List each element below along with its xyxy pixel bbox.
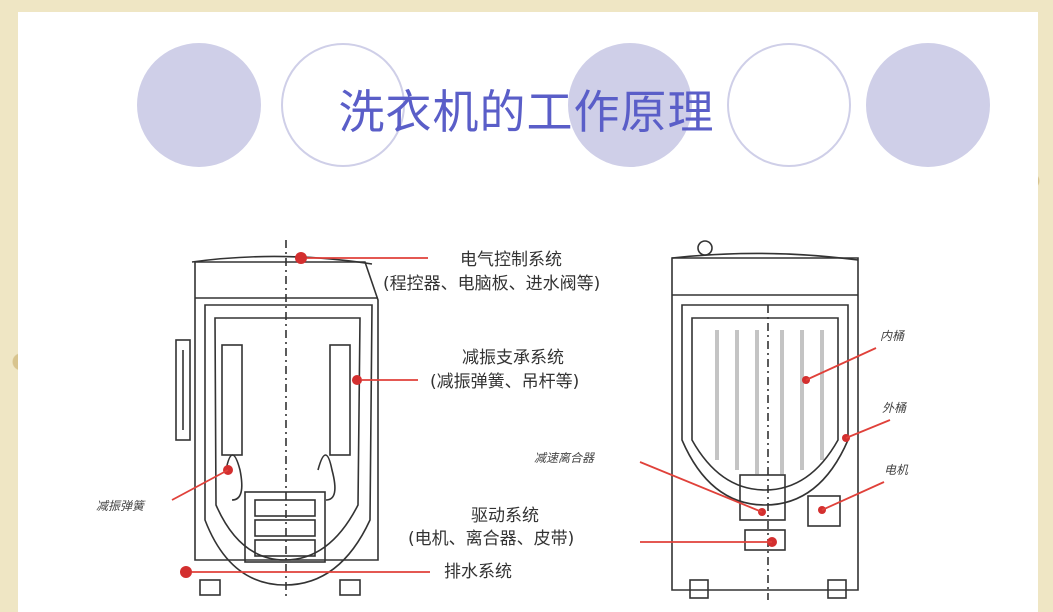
label-motor: 电机 (884, 463, 909, 477)
label-drive-detail: (电机、离合器、皮带) (408, 529, 575, 549)
drain-marker (180, 566, 192, 578)
label-outer-tub: 外桶 (882, 401, 907, 415)
control-system-marker (295, 252, 307, 264)
left-leader-lines (171, 257, 430, 573)
label-damping-spring: 减振弹簧 (96, 499, 145, 513)
damping-marker (352, 375, 362, 385)
decor-circle-1 (137, 43, 261, 167)
label-electric-control: 电气控制系统 (460, 250, 562, 270)
decor-circle-5 (866, 43, 990, 167)
label-clutch: 减速离合器 (534, 451, 595, 465)
label-inner-tub: 内桶 (880, 329, 905, 343)
decor-circle-4 (727, 43, 851, 167)
label-electric-control-detail: (程控器、电脑板、进水阀等) (383, 274, 601, 294)
decor-circle-2 (281, 43, 405, 167)
right-leader-lines (639, 347, 891, 543)
decor-circle-3 (568, 43, 692, 167)
label-drain-system: 排水系统 (444, 562, 512, 582)
slide-title: 洗衣机的工作原理 (338, 85, 715, 139)
label-damping-detail: (减振弹簧、吊杆等) (430, 372, 580, 392)
right-washer-cross-section (671, 240, 859, 600)
label-damping-system: 减振支承系统 (462, 348, 564, 368)
left-washer-cross-section (175, 240, 379, 600)
label-drive-system: 驱动系统 (471, 506, 539, 526)
inner-tub-perforation (715, 330, 824, 475)
